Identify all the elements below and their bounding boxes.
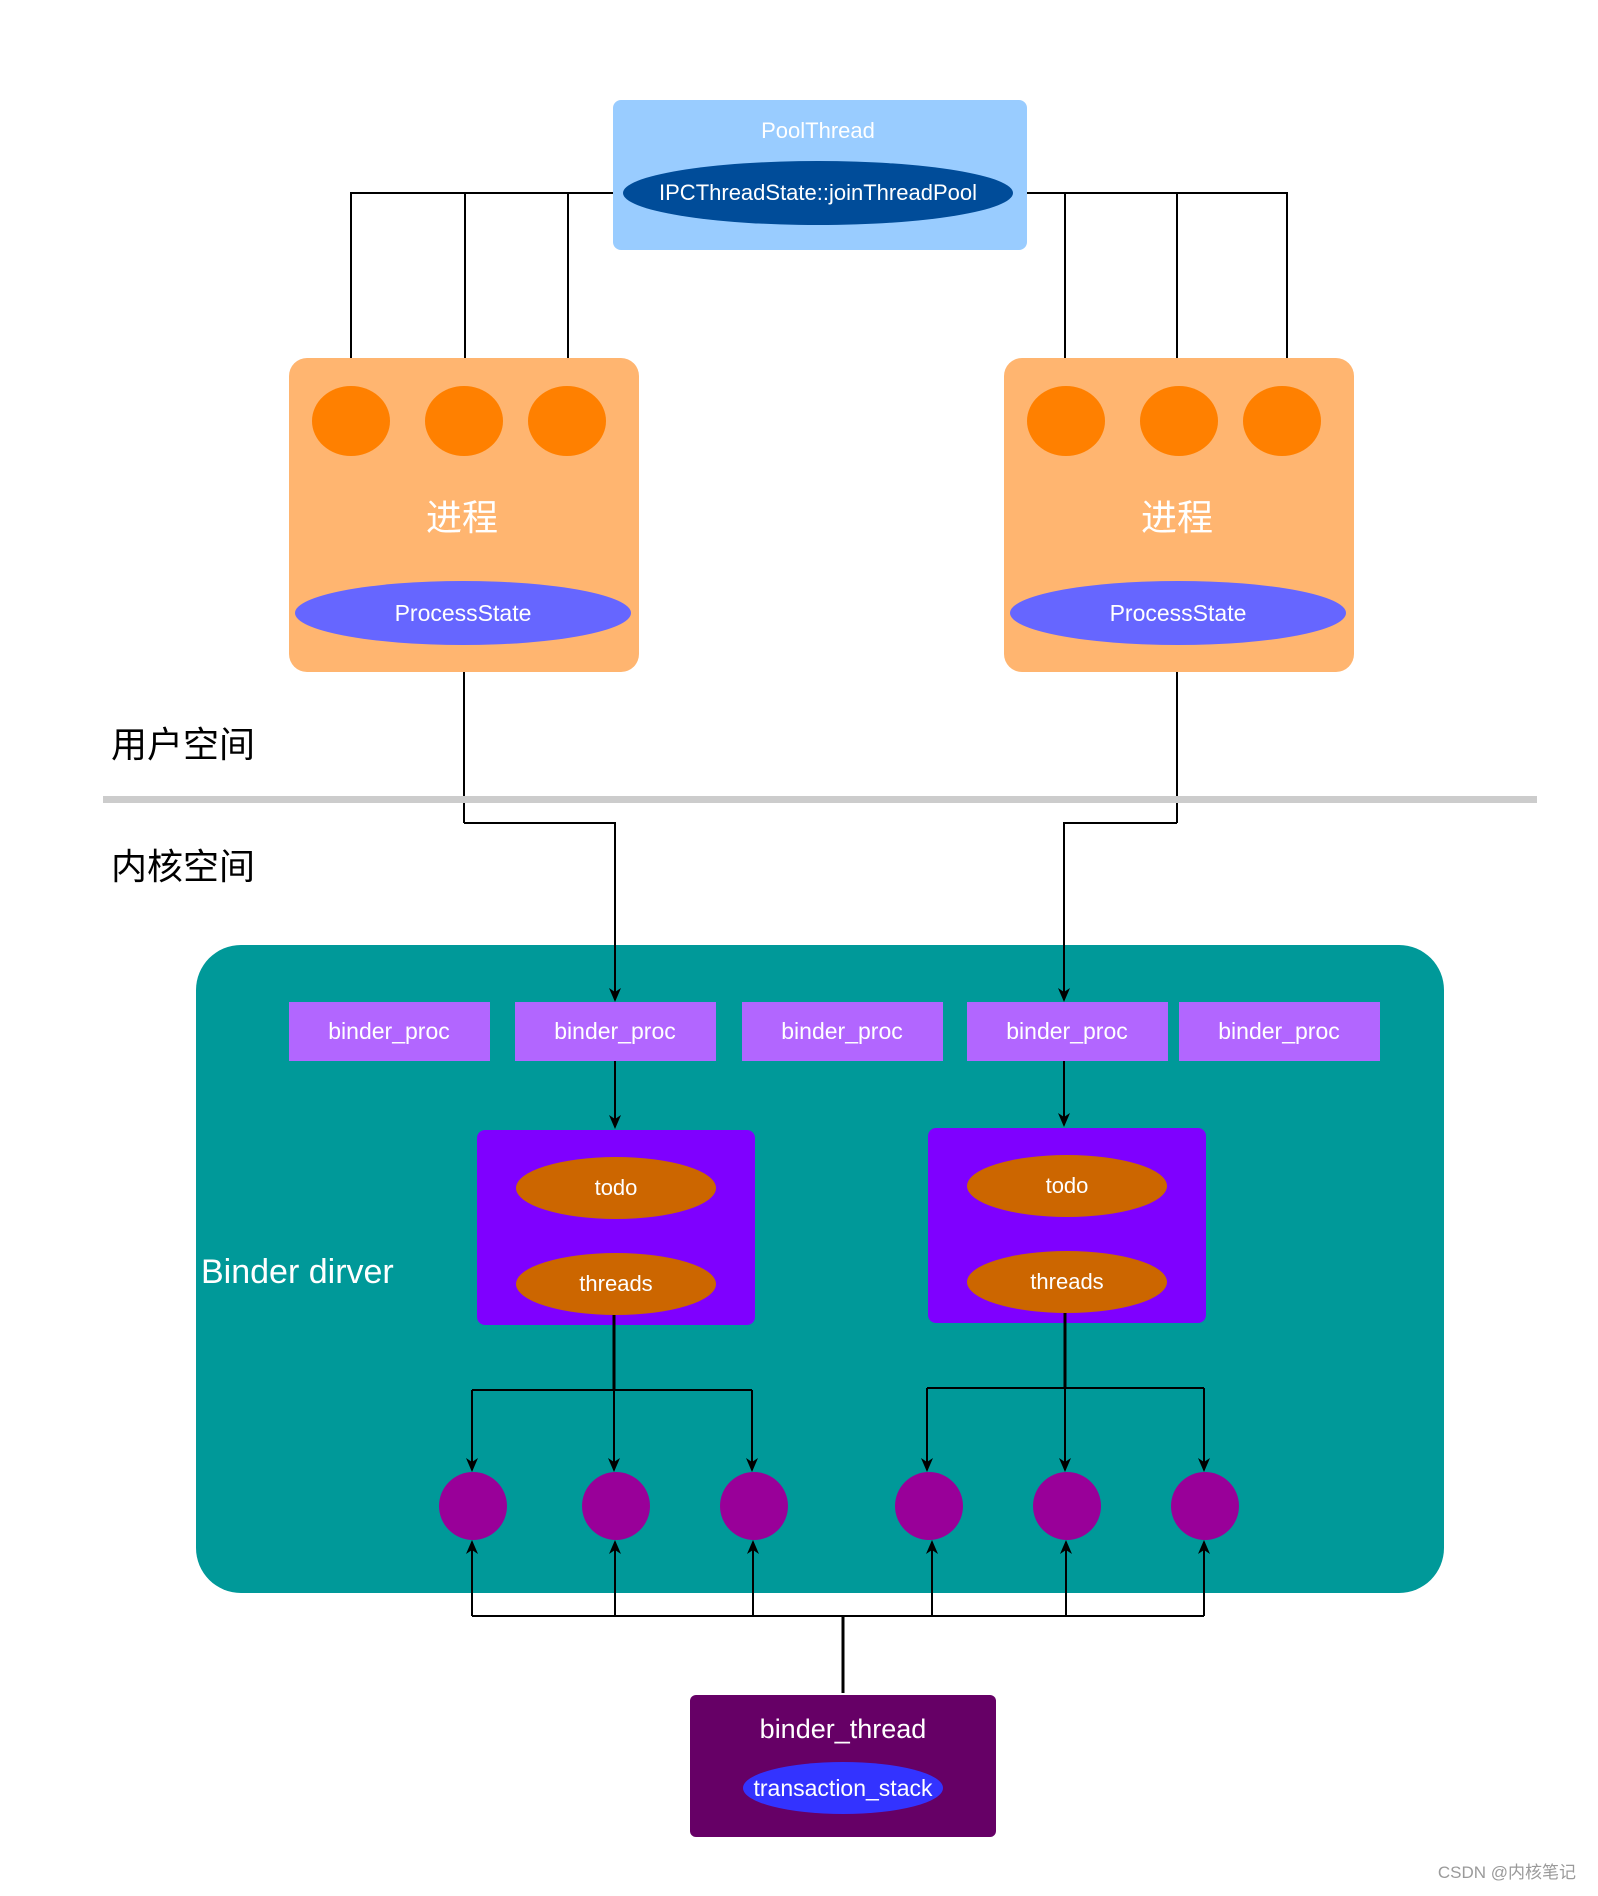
binder-thread-circle-3 bbox=[720, 1472, 788, 1540]
binder-driver-box bbox=[196, 945, 1444, 1593]
processstate-right-ellipse bbox=[1010, 581, 1346, 645]
process-left-thread-3 bbox=[528, 386, 606, 456]
join-thread-pool-label: IPCThreadState::joinThreadPool bbox=[659, 180, 977, 205]
threads-left-ellipse bbox=[516, 1253, 716, 1315]
threads-right-label: threads bbox=[1030, 1269, 1103, 1294]
user-space-label: 用户空间 bbox=[111, 724, 255, 765]
process-right-thread-2 bbox=[1140, 386, 1218, 456]
process-right: 进程 ProcessState bbox=[1004, 358, 1354, 672]
binder-thread-node: binder_thread transaction_stack bbox=[690, 1695, 996, 1837]
processstate-left-label: ProcessState bbox=[395, 600, 532, 626]
todo-left-ellipse bbox=[516, 1157, 716, 1219]
binder-driver-label: Binder dirver bbox=[201, 1253, 394, 1291]
todo-right-ellipse bbox=[967, 1155, 1167, 1217]
process-right-thread-3 bbox=[1243, 386, 1321, 456]
poolthread-node: PoolThread IPCThreadState::joinThreadPoo… bbox=[613, 100, 1027, 250]
process-right-thread-1 bbox=[1027, 386, 1105, 456]
binder-proc-1-box bbox=[289, 1002, 490, 1061]
binder-proc-4-box bbox=[967, 1002, 1168, 1061]
watermark: CSDN @内核笔记 bbox=[1438, 1863, 1576, 1882]
binder-proc-3-box bbox=[742, 1002, 943, 1061]
binder-thread-circle-2 bbox=[582, 1472, 650, 1540]
process-left-thread-1 bbox=[312, 386, 390, 456]
binder-thread-title: binder_thread bbox=[760, 1714, 927, 1744]
arrow-pool-to-right-thread-1 bbox=[1015, 192, 1293, 390]
process-left-title: 进程 bbox=[426, 497, 498, 538]
binder-proc-2-box bbox=[515, 1002, 716, 1061]
binder-thread-circle-5 bbox=[1033, 1472, 1101, 1540]
binder-thread-circle-4 bbox=[895, 1472, 963, 1540]
connectors-overlay bbox=[466, 945, 1210, 1593]
binder-proc-5-label: binder_proc bbox=[1218, 1018, 1339, 1044]
arrow-left-to-binder-proc-2 bbox=[464, 822, 621, 1002]
binder-driver: Binder dirver binder_proc binder_proc bi… bbox=[196, 945, 1444, 1593]
poolthread-title: PoolThread bbox=[761, 118, 875, 143]
binder-proc-1-label: binder_proc bbox=[328, 1018, 449, 1044]
todo-left-label: todo bbox=[595, 1175, 638, 1200]
binder-proc-5-box bbox=[1179, 1002, 1380, 1061]
process-right-title: 进程 bbox=[1141, 497, 1213, 538]
process-left: 进程 ProcessState bbox=[289, 358, 639, 672]
join-thread-pool-ellipse bbox=[623, 161, 1013, 225]
threads-left-label: threads bbox=[579, 1271, 652, 1296]
transaction-stack-label: transaction_stack bbox=[754, 1775, 933, 1801]
process-left-thread-2 bbox=[425, 386, 503, 456]
transaction-stack-ellipse bbox=[743, 1762, 943, 1814]
arrow-pool-to-left-thread-1 bbox=[345, 192, 620, 390]
arrow-right-to-binder-proc-4 bbox=[1058, 822, 1177, 1002]
binder-thread-circle-1 bbox=[439, 1472, 507, 1540]
binder-proc-2-label: binder_proc bbox=[554, 1018, 675, 1044]
processstate-right-label: ProcessState bbox=[1110, 600, 1247, 626]
binder-thread-circle-6 bbox=[1171, 1472, 1239, 1540]
threads-right-ellipse bbox=[967, 1251, 1167, 1313]
user-kernel-separator bbox=[103, 796, 1537, 803]
binder-proc-4-label: binder_proc bbox=[1006, 1018, 1127, 1044]
processstate-left-ellipse bbox=[295, 581, 631, 645]
binder-proc-3-label: binder_proc bbox=[781, 1018, 902, 1044]
kernel-space-label: 内核空间 bbox=[111, 846, 255, 887]
todo-right-label: todo bbox=[1046, 1173, 1089, 1198]
